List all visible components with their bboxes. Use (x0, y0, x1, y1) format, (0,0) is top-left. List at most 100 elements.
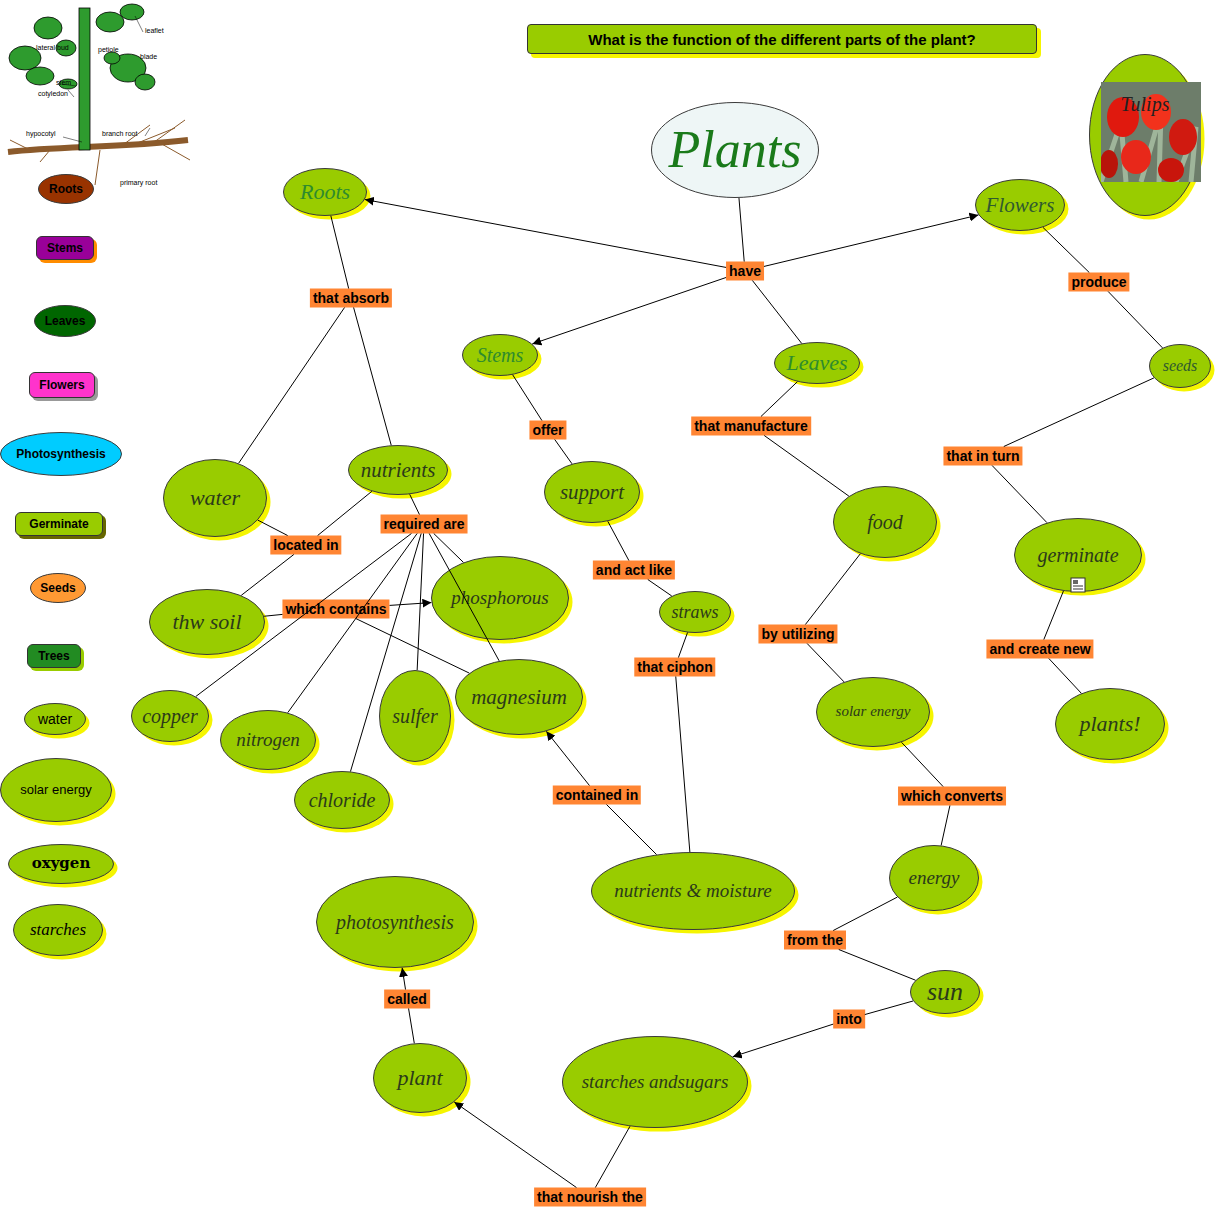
connector (318, 491, 372, 535)
node-text: starches andsugars (582, 1072, 729, 1092)
connector (546, 731, 589, 785)
link-text: from the (787, 931, 843, 950)
linking-phrase: by utilizing (758, 625, 837, 644)
connector (648, 580, 672, 596)
connector (331, 216, 349, 289)
connector (941, 806, 950, 846)
concept-ellipse: plants! (1055, 688, 1165, 760)
title-text: What is the function of the different pa… (588, 31, 975, 48)
link-text: called (387, 990, 427, 1009)
linking-phrase: from the (784, 931, 846, 950)
connector (764, 436, 849, 497)
linking-phrase: produce (1068, 273, 1129, 292)
concept-ellipse: phosphorous (431, 556, 569, 640)
linking-phrase: offer (529, 421, 566, 440)
connector (833, 897, 897, 930)
link-text: offer (532, 421, 563, 440)
palette-shape: Leaves (34, 305, 96, 337)
concept-ellipse: magnesium (455, 659, 583, 735)
connector (365, 200, 726, 268)
connector (1043, 227, 1089, 272)
connector (761, 382, 797, 417)
node-text: Roots (49, 183, 83, 196)
part-label: branch root (102, 130, 137, 137)
link-text: that in turn (946, 447, 1019, 466)
concept-ellipse: food (833, 486, 937, 558)
connector (608, 521, 629, 560)
concept-ellipse: nutrients (348, 445, 448, 495)
concept-ellipse: thw soil (149, 589, 265, 655)
link-text: that manufacture (694, 417, 808, 436)
concept-ellipse: straws (659, 591, 731, 633)
node-text: energy (909, 868, 960, 888)
palette-shape: Photosynthesis (0, 432, 122, 476)
linking-phrase: that absorb (310, 289, 392, 308)
connector (434, 534, 464, 563)
linking-phrase: and create new (986, 640, 1093, 659)
node-text: germinate (1037, 545, 1118, 566)
link-text: which converts (901, 787, 1003, 806)
node-text: Stems (477, 345, 524, 366)
plant-illustration (0, 0, 200, 200)
connector (354, 308, 392, 446)
concept-ellipse: plant (373, 1043, 467, 1113)
palette-shape: starches (13, 904, 103, 956)
connector (992, 466, 1047, 523)
connector (417, 534, 423, 671)
connector (239, 308, 345, 464)
connector (678, 633, 687, 658)
part-label: primary root (120, 179, 157, 186)
linking-phrase: contained in (553, 786, 641, 805)
node-text: sun (927, 978, 963, 1005)
connector (865, 1001, 913, 1015)
link-text: required are (384, 515, 465, 534)
palette-shape: Roots (38, 174, 94, 204)
node-text: oxygen (32, 856, 91, 872)
node-text: Plants (669, 123, 802, 178)
connector (264, 614, 282, 616)
connector (902, 742, 944, 786)
root-concept: Plants (651, 102, 819, 198)
connector (733, 1024, 833, 1057)
connector (1004, 378, 1154, 447)
node-text: Stems (47, 242, 83, 255)
connector (595, 1126, 630, 1187)
palette-shape: Stems (36, 236, 94, 260)
node-text: thw soil (172, 610, 241, 633)
link-text: and act like (596, 561, 672, 580)
connector (752, 281, 801, 344)
palette-shape: Flowers (29, 372, 95, 398)
palette-shape: Trees (27, 644, 81, 668)
node-text: Leaves (45, 315, 86, 328)
linking-phrase: and act like (593, 561, 675, 580)
node-text: sulfer (392, 706, 438, 727)
node-text: Roots (300, 180, 350, 203)
part-label: petiole (98, 46, 119, 53)
node-text: Seeds (40, 582, 75, 595)
node-text: nutrients (361, 459, 436, 481)
node-text: nitrogen (236, 730, 300, 750)
palette-shape: water (24, 703, 86, 735)
node-text: starches (30, 921, 86, 939)
connector (805, 554, 860, 625)
linking-phrase: that in turn (943, 447, 1022, 466)
linking-phrase: which contains (282, 600, 389, 619)
concept-ellipse: chloride (294, 771, 390, 829)
node-text: solar energy (836, 704, 911, 720)
link-text: located in (273, 536, 338, 555)
linking-phrase: that ciphon (634, 658, 715, 677)
node-text: Trees (38, 650, 69, 663)
node-text: water (190, 486, 240, 509)
node-text: photosynthesis (336, 912, 454, 933)
concept-ellipse: Flowers (975, 179, 1065, 231)
concept-ellipse: photosynthesis (316, 876, 474, 968)
node-text: Photosynthesis (16, 448, 105, 461)
connector (409, 1009, 415, 1044)
link-text: that nourish the (537, 1188, 643, 1207)
linking-phrase: that nourish the (534, 1188, 646, 1207)
concept-ellipse: seeds (1149, 344, 1211, 388)
link-text: that absorb (313, 289, 389, 308)
connector (390, 603, 432, 606)
connector (839, 950, 916, 981)
